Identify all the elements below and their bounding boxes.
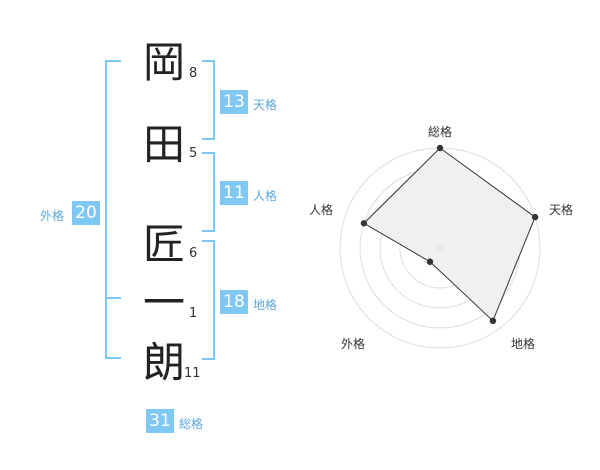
gaikaku-value: 20 bbox=[72, 201, 100, 225]
char-1: 岡 bbox=[143, 38, 186, 87]
chikaku-label: 地格 bbox=[253, 298, 278, 312]
strokes-1: 8 bbox=[189, 66, 198, 81]
jinkaku-value: 11 bbox=[220, 181, 248, 205]
radar-point-gaikaku bbox=[426, 258, 434, 265]
char-2: 田 bbox=[143, 120, 186, 169]
radar-point-tenkaku bbox=[531, 213, 539, 221]
chikaku-value: 18 bbox=[220, 290, 248, 314]
soukaku-value: 31 bbox=[146, 409, 174, 433]
gaikaku-label: 外格 bbox=[40, 209, 65, 223]
radar-polygon bbox=[363, 147, 536, 322]
radar-point-soukaku bbox=[436, 144, 444, 152]
tenkaku-label: 天格 bbox=[253, 98, 278, 112]
radar-label-tenkaku: 天格 bbox=[549, 203, 574, 217]
strokes-2: 5 bbox=[189, 146, 198, 161]
tenkaku-value: 13 bbox=[220, 90, 248, 114]
radar-label-chikaku: 地格 bbox=[511, 337, 536, 351]
radar-label-gaikaku: 外格 bbox=[341, 337, 366, 351]
radar-label-jinkaku: 人格 bbox=[309, 203, 334, 217]
char-4: 一 bbox=[143, 278, 186, 327]
char-3: 匠 bbox=[143, 220, 186, 269]
strokes-3: 6 bbox=[189, 246, 198, 261]
radar-label-soukaku: 総格 bbox=[428, 125, 453, 139]
jinkaku-label: 人格 bbox=[253, 189, 278, 203]
radar-point-chikaku bbox=[489, 317, 497, 325]
strokes-4: 1 bbox=[189, 306, 198, 321]
radar-point-jinkaku bbox=[360, 220, 368, 227]
strokes-5: 11 bbox=[184, 366, 201, 381]
char-5: 朗 bbox=[143, 338, 186, 387]
soukaku-label: 総格 bbox=[179, 417, 204, 431]
